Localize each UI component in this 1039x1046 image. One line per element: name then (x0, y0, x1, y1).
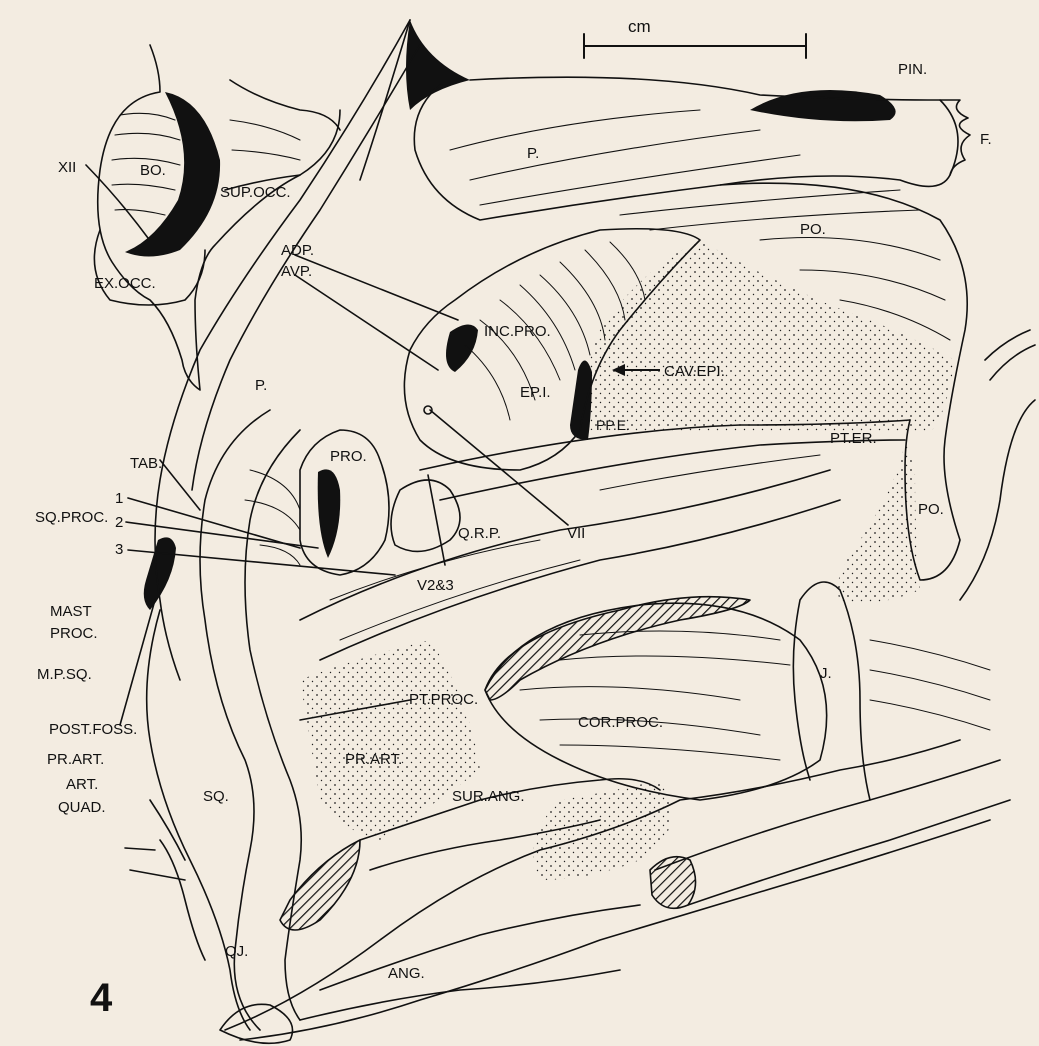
scale-bar (584, 34, 806, 58)
xii-pointer (86, 165, 148, 238)
label-pr-art-left: PR.ART. (47, 752, 104, 767)
parietal-top-dark (406, 20, 470, 110)
label-cav-epi: CAV.EPI. (664, 364, 725, 379)
figure-number: 4 (90, 978, 112, 1018)
right-lower-lines (870, 640, 990, 730)
label-p-left: P. (255, 378, 267, 393)
label-art: ART. (66, 777, 98, 792)
cavum-epiptericum-region (580, 240, 955, 432)
label-cor-proc: COR.PROC. (578, 715, 663, 730)
num1-pointer (128, 498, 300, 548)
label-sq-proc: SQ.PROC. (35, 510, 108, 525)
label-num2: 2 (115, 515, 123, 530)
right-edge-bone (960, 330, 1035, 600)
pineal-dark (750, 90, 896, 121)
label-xii: XII (58, 160, 76, 175)
label-mast: MAST (50, 604, 92, 619)
jugal-section-hatch (650, 857, 696, 909)
label-ex-occ: EX.OCC. (94, 276, 156, 291)
label-po-right: PO. (918, 502, 944, 517)
angular-outline (300, 905, 640, 1020)
incus-process-dark (446, 324, 478, 372)
coronoid-hatch (485, 597, 750, 700)
label-pro: PRO. (330, 449, 367, 464)
quadratojugal-hatch (280, 840, 360, 930)
label-epi: EP.I. (520, 385, 551, 400)
label-num3: 3 (115, 542, 123, 557)
label-sq: SQ. (203, 789, 229, 804)
label-ang: ANG. (388, 966, 425, 981)
prootic-lines (245, 470, 300, 565)
label-proc: PROC. (50, 626, 98, 641)
label-pt-er: PT.ER. (830, 431, 877, 446)
label-p-top: P. (527, 146, 539, 161)
label-pp-e: PP.E. (596, 418, 630, 432)
sup-occ-outline (225, 80, 340, 190)
label-qj: QJ. (225, 944, 248, 959)
adp-pointer (295, 255, 458, 320)
occipital-outline (98, 45, 340, 390)
scale-bar-unit: cm (628, 18, 651, 35)
jugal-shaft (655, 760, 1010, 905)
label-bo: BO. (140, 163, 166, 178)
label-f: F. (980, 132, 992, 147)
vii-pointer (430, 410, 568, 525)
label-sur-ang: SUR.ANG. (452, 789, 525, 804)
label-vii: VII (567, 526, 585, 541)
label-inc-pro: INC.PRO. (484, 324, 551, 339)
proarticular-stipple-region (300, 640, 480, 840)
label-qrp: Q.R.P. (458, 526, 501, 541)
label-pr-art-mid: PR.ART. (345, 752, 402, 767)
label-j: J. (820, 666, 832, 681)
squamosal-inner (245, 430, 301, 1020)
avp-pointer (295, 275, 438, 370)
label-tab: TAB. (130, 456, 162, 471)
art-outline (160, 840, 205, 960)
label-avp: AVP. (281, 264, 312, 279)
parietal-lines (450, 110, 920, 230)
art-pointer (125, 848, 155, 850)
label-pt-proc: PT.PROC. (409, 692, 478, 707)
label-po-top: PO. (800, 222, 826, 237)
label-sup-occ: SUP.OCC. (220, 185, 291, 200)
qrp-outline (391, 480, 460, 551)
label-quad: QUAD. (58, 800, 106, 815)
label-v23: V2&3 (417, 578, 454, 593)
label-pin: PIN. (898, 62, 927, 77)
prootic-dark (318, 469, 341, 558)
coronoid-outline (485, 603, 827, 800)
label-post-foss: POST.FOSS. (49, 722, 137, 737)
tab-pointer (160, 460, 200, 510)
v23-pointer (428, 475, 445, 565)
label-num1: 1 (115, 491, 123, 506)
label-mpsq: M.P.SQ. (37, 667, 92, 682)
label-adp: ADP. (281, 243, 314, 258)
